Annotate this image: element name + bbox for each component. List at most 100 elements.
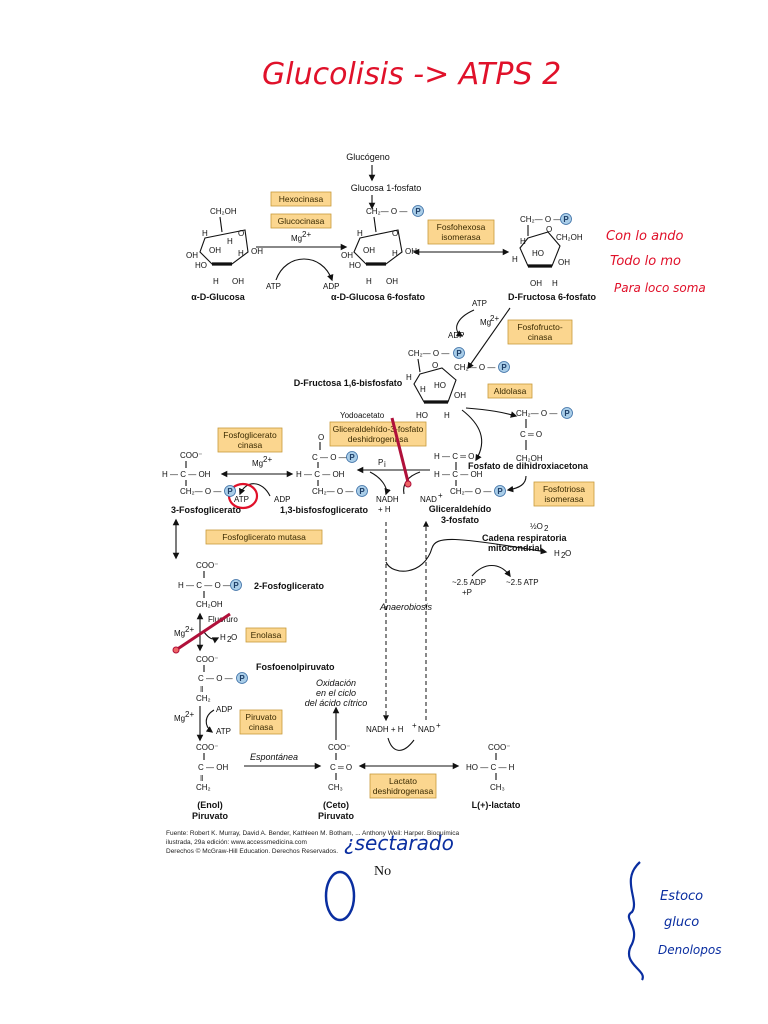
svg-text:C ═ O: C ═ O xyxy=(520,430,542,439)
svg-text:2+: 2+ xyxy=(263,455,272,464)
half-o2-label: ½O xyxy=(530,522,543,531)
svg-text:OH: OH xyxy=(405,247,417,256)
ceto-label: (Ceto) xyxy=(323,800,349,810)
svg-text:H — C — O —: H — C — O — xyxy=(178,581,231,590)
gap-label-2: 3-fosfato xyxy=(441,515,480,525)
svg-text:2: 2 xyxy=(227,635,232,644)
svg-text:2: 2 xyxy=(561,551,566,560)
bpg13-structure: O C — O — H — C — OH CH₂— O — xyxy=(296,433,368,497)
enzyme-aldolasa xyxy=(487,383,533,399)
brace-note-line-1: Estoco xyxy=(660,889,703,904)
mg-label-2: Mg xyxy=(480,318,491,327)
h2o-label-1: H xyxy=(220,633,226,642)
svg-text:HO: HO xyxy=(416,411,428,420)
side-note-line-3: Para loco soma xyxy=(614,281,706,295)
svg-text:O: O xyxy=(565,549,571,558)
oxidacion-label-2: en el ciclo xyxy=(316,688,356,698)
svg-text:H: H xyxy=(202,229,208,238)
svg-text:CH₂— O —: CH₂— O — xyxy=(312,487,353,496)
svg-text:OH: OH xyxy=(186,251,198,260)
svg-text:H: H xyxy=(213,277,219,286)
svg-text:‖: ‖ xyxy=(200,685,203,694)
svg-text:HO: HO xyxy=(349,261,361,270)
svg-text:O: O xyxy=(231,633,237,642)
svg-text:O: O xyxy=(432,361,438,370)
adp-label-3: ADP xyxy=(274,495,290,504)
brace-note-line-2: gluco xyxy=(664,915,699,930)
svg-text:HO — C — H: HO — C — H xyxy=(466,763,515,772)
atp-label-4: ATP xyxy=(216,727,231,736)
espontanea-label: Espontánea xyxy=(250,752,298,762)
svg-text:COO⁻: COO⁻ xyxy=(196,655,218,664)
nadh-plus-h-label: NADH + H xyxy=(366,725,404,734)
svg-text:CH₂— O —: CH₂— O — xyxy=(520,215,561,224)
svg-text:CH₂— O —: CH₂— O — xyxy=(408,349,449,358)
enzyme-enolasa xyxy=(245,627,287,643)
source-caption-1: Fuente: Robert K. Murray, David A. Bende… xyxy=(166,830,460,837)
nadh-h-label-1: + H xyxy=(378,505,391,514)
enzyme-hexocinasa-label: Hexocinasa xyxy=(279,194,324,204)
fructosa-1-6-bisfosfato-label: D-Fructosa 1,6-bisfosfato xyxy=(294,378,403,388)
mg-label-5: Mg xyxy=(174,714,185,723)
ceto-piruvato-structure: COO⁻ C ═ O CH₃ xyxy=(328,743,352,792)
svg-text:H: H xyxy=(357,229,363,238)
enzyme-fosfohexosa-isomerasa xyxy=(427,219,495,245)
svg-text:H: H xyxy=(238,249,244,258)
pg3-label: 3-Fosfoglicerato xyxy=(171,505,242,515)
enzyme-gapdh xyxy=(329,421,427,447)
svg-text:COO⁻: COO⁻ xyxy=(328,743,350,752)
handwritten-bottom-mark: ¿sectarado xyxy=(344,831,454,855)
handwritten-brace xyxy=(627,861,644,981)
svg-text:HO: HO xyxy=(434,381,446,390)
enzyme-pgk-label-2: cinasa xyxy=(238,440,263,450)
atp25-adp-label: ~2.5 ADP xyxy=(452,578,486,587)
svg-text:OH: OH xyxy=(209,246,221,255)
enzyme-aldolasa-label: Aldolasa xyxy=(494,386,527,396)
svg-text:H — C ═ O: H — C ═ O xyxy=(434,452,474,461)
svg-text:OH: OH xyxy=(454,391,466,400)
bpg13-label: 1,3-bisfosfoglicerato xyxy=(280,505,369,515)
svg-text:2+: 2+ xyxy=(185,625,194,634)
ceto-piruvato-label: Piruvato xyxy=(318,811,355,821)
svg-text:OH: OH xyxy=(386,277,398,286)
oxidacion-label-1: Oxidación xyxy=(316,678,356,688)
fructosa-6-fosfato-structure: CH₂— O — O CH₂OH H HO OH H OH H xyxy=(512,213,583,288)
svg-text:CH₂— O —: CH₂— O — xyxy=(454,363,495,372)
dhap-structure: CH₂— O — C ═ O CH₂OH xyxy=(516,407,573,463)
enzyme-fosfoglicerato-cinasa xyxy=(217,427,283,453)
svg-text:+: + xyxy=(412,721,417,730)
dhap-label: Fosfato de dihidroxiacetona xyxy=(468,461,589,471)
lactato-label: L(+)-lactato xyxy=(472,800,521,810)
svg-text:2+: 2+ xyxy=(490,314,499,323)
svg-text:HO: HO xyxy=(532,249,544,258)
enzyme-gapdh-label-2: deshidrogenasa xyxy=(348,434,409,444)
enzyme-gapdh-label-1: Gliceraldehído-3-fosfato xyxy=(333,424,424,434)
svg-text:H: H xyxy=(552,279,558,288)
anaerobiosis-label: Anaerobiosis xyxy=(379,602,433,612)
enzyme-lactato-deshidrogenasa xyxy=(369,773,437,799)
svg-text:C — O —: C — O — xyxy=(198,674,233,683)
svg-text:CH₂— O —: CH₂— O — xyxy=(516,409,557,418)
svg-text:OH: OH xyxy=(341,251,353,260)
svg-text:O: O xyxy=(392,229,398,238)
svg-text:HO: HO xyxy=(195,261,207,270)
mg-label-3: Mg xyxy=(252,459,263,468)
handwritten-title: Glucolisis -> ATPS 2 xyxy=(262,57,561,92)
svg-text:CH₃: CH₃ xyxy=(490,783,505,792)
enzyme-fosfohexosa-label-2: isomerasa xyxy=(441,232,480,242)
enzyme-fosfofructo-label-1: Fosfofructo- xyxy=(517,322,563,332)
mg-label-1: Mg xyxy=(291,234,302,243)
svg-text:C — O —: C — O — xyxy=(312,453,347,462)
svg-text:CH₂: CH₂ xyxy=(196,694,211,703)
atp25-atp-label: ~2.5 ATP xyxy=(506,578,539,587)
nadh-label-1: NADH xyxy=(376,495,399,504)
svg-text:H — C — OH: H — C — OH xyxy=(434,470,483,479)
svg-text:COO⁻: COO⁻ xyxy=(196,743,218,752)
svg-text:H: H xyxy=(444,411,450,420)
svg-text:COO⁻: COO⁻ xyxy=(180,451,202,460)
pep-label: Fosfoenolpiruvato xyxy=(256,662,335,672)
svg-text:OH: OH xyxy=(530,279,542,288)
yodoacetato-label: Yodoacetato xyxy=(340,411,385,420)
svg-text:COO⁻: COO⁻ xyxy=(488,743,510,752)
